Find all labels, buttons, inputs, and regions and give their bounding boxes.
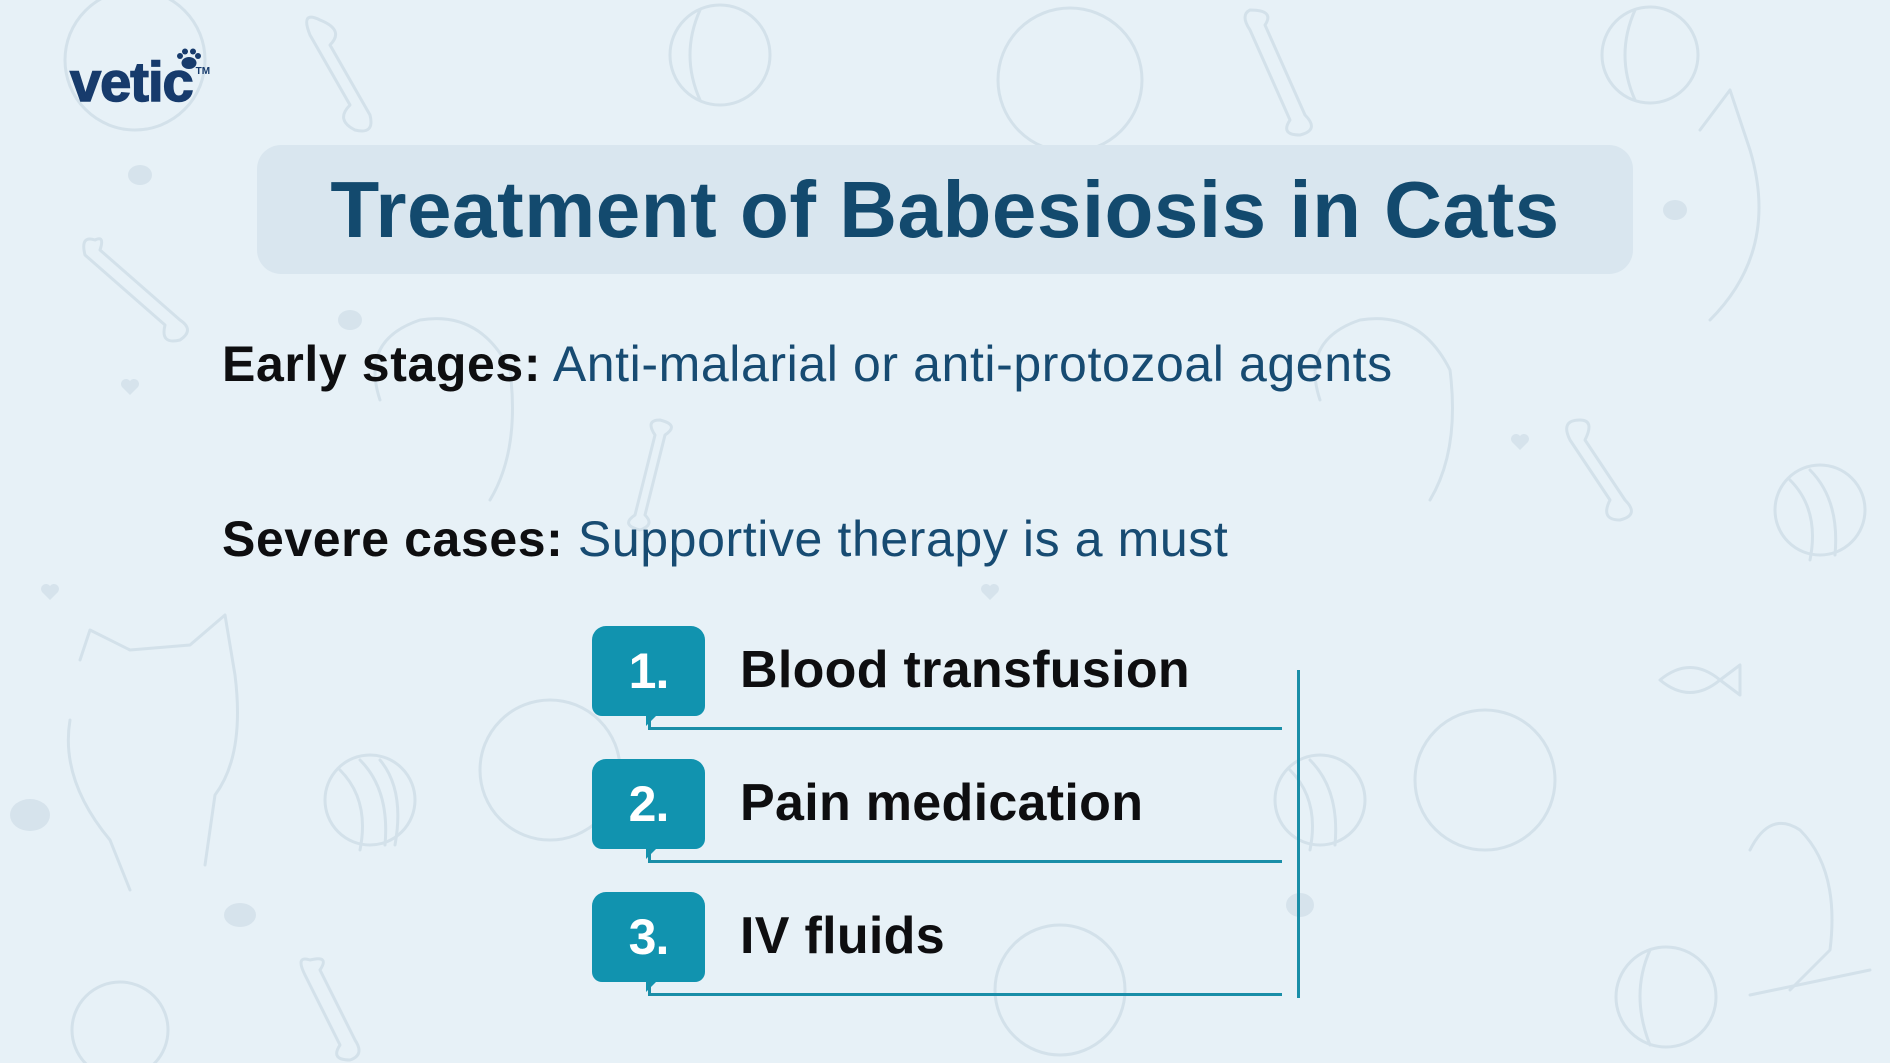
early-stages-value: Anti-malarial or anti-protozoal agents (552, 336, 1393, 392)
list-item: 1. Blood transfusion (592, 626, 1282, 730)
item-underline (648, 860, 1282, 863)
title-banner: Treatment of Babesiosis in Cats (257, 145, 1633, 274)
list-item: 3. IV fluids (592, 892, 1282, 996)
number-badge: 2. (592, 759, 705, 849)
item-underline (648, 993, 1282, 996)
severe-cases-label: Severe cases: (222, 511, 564, 567)
item-underline (648, 727, 1282, 730)
fish-icon (1658, 663, 1742, 697)
underline-stem (648, 982, 651, 996)
list-item: 2. Pain medication (592, 759, 1282, 863)
item-number: 2. (628, 776, 670, 832)
logo-wordmark: vetic (69, 50, 194, 113)
trademark-symbol: TM (195, 66, 211, 77)
early-stages-label: Early stages: (222, 336, 542, 392)
item-number: 3. (628, 909, 670, 965)
item-label: IV fluids (740, 907, 945, 965)
early-stages-statement: Early stages: Anti-malarial or anti-prot… (222, 334, 1393, 394)
item-number: 1. (628, 643, 670, 699)
list-bracket-line (1297, 670, 1300, 998)
item-label: Blood transfusion (740, 641, 1190, 699)
underline-stem (648, 716, 651, 730)
vetic-logo: vetic TM (69, 44, 211, 113)
underline-stem (648, 849, 651, 863)
item-label: Pain medication (740, 774, 1144, 832)
page-title: Treatment of Babesiosis in Cats (330, 164, 1560, 254)
number-badge: 1. (592, 626, 705, 716)
severe-cases-value: Supportive therapy is a must (577, 511, 1229, 567)
severe-cases-statement: Severe cases: Supportive therapy is a mu… (222, 509, 1228, 569)
paw-icon (177, 48, 201, 69)
number-badge: 3. (592, 892, 705, 982)
bird-outline-icon (1748, 821, 1872, 997)
